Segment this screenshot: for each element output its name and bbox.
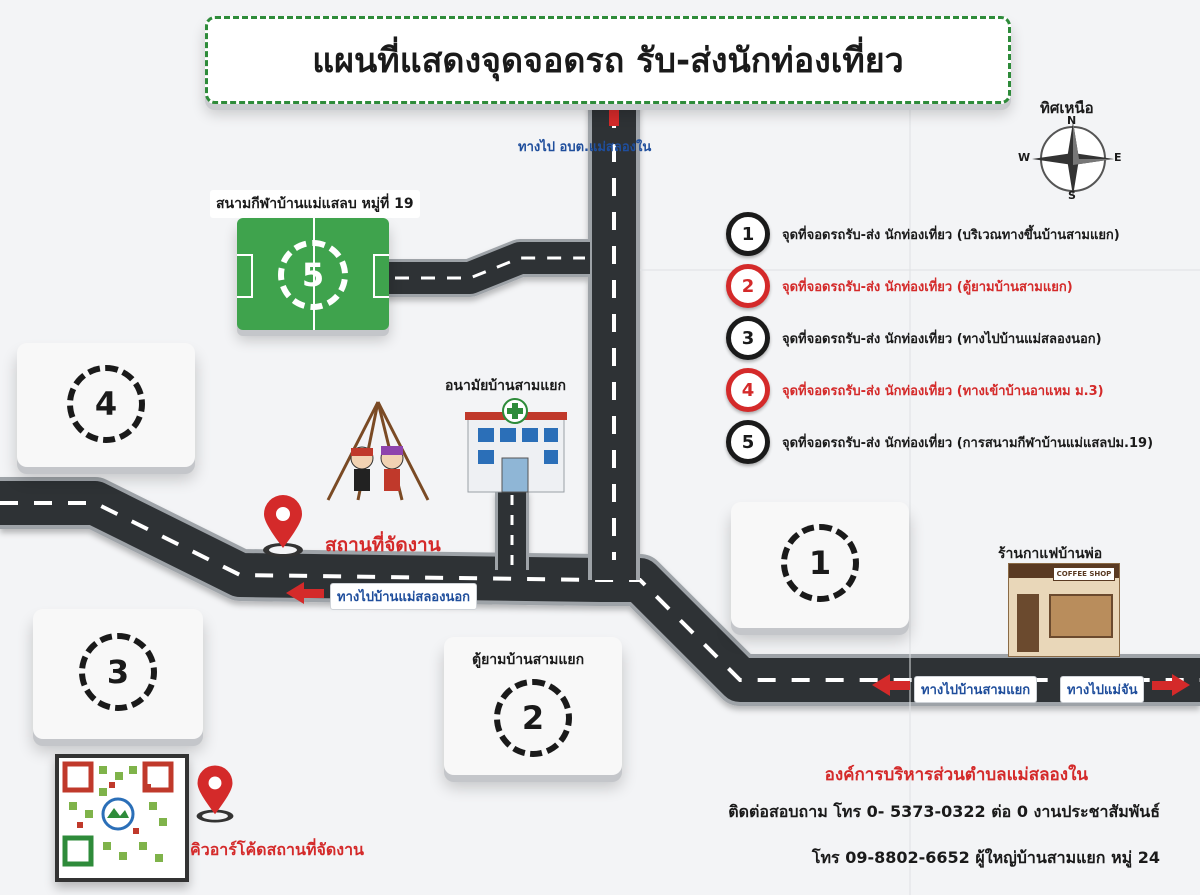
spot-2-marker[interactable]: 2 [494,679,572,757]
legend-text: จุดที่จอดรถรับ-ส่ง นักท่องเที่ยว (การสนา… [782,435,1154,451]
legend-number: 3 [726,316,770,360]
compass-e: E [1114,151,1122,164]
road-label-east-left: ทางไปบ้านสามแยก [914,676,1038,703]
venue-pin-icon[interactable] [258,494,308,558]
spot-2-tile: ตู้ยามบ้านสามแยก 2 [444,637,622,775]
spot-1-tile: 1 [731,502,909,628]
venue-swing-icon [326,401,430,501]
qr-code[interactable] [55,754,189,882]
legend-text: จุดที่จอดรถรับ-ส่ง นักท่องเที่ยว (ทางไปบ… [782,331,1102,347]
compass-label: ทิศเหนือ [1040,99,1094,117]
cafe-label: ร้านกาแฟบ้านพ่อ [998,546,1103,562]
spot-3-marker[interactable]: 3 [79,633,157,711]
legend-item-2: 2 จุดที่จอดรถรับ-ส่ง นักท่องเที่ยว (ตู้ย… [726,264,1073,308]
legend-text: จุดที่จอดรถรับ-ส่ง นักท่องเที่ยว (ตู้ยาม… [782,279,1073,295]
venue-label: สถานที่จัดงาน [325,534,441,556]
org-name: องค์การบริหารส่วนตำบลแม่สลองใน [824,765,1088,785]
compass-w: W [1018,151,1031,164]
legend-number: 1 [726,212,770,256]
cafe-sign: COFFEE SHOP [1053,567,1115,581]
compass-icon [1032,122,1114,196]
spot-3-tile: 3 [33,609,203,739]
legend-item-5: 5 จุดที่จอดรถรับ-ส่ง นักท่องเที่ยว (การส… [726,420,1153,464]
east-left-arrow [872,674,910,696]
qr-label: คิวอาร์โค้ดสถานที่จัดงาน [190,840,364,859]
contact-line-1: ติดต่อสอบถาม โทร 0- 5373-0322 ต่อ 0 งานป… [728,802,1160,821]
qr-code-pattern [62,761,174,867]
road-label-north: ทางไป อบต.แม่สลองใน [518,140,652,155]
contact-line-2: โทร 09-8802-6652 ผู้ใหญ่บ้านสามแยก หมู่ … [811,848,1160,867]
legend-number: 2 [726,264,770,308]
qr-pin-icon [196,765,234,823]
compass-s: S [1068,189,1076,202]
spot-1-marker[interactable]: 1 [781,524,859,602]
legend-item-3: 3 จุดที่จอดรถรับ-ส่ง นักท่องเที่ยว (ทางไ… [726,316,1102,360]
stadium-label: สนามกีฬาบ้านแม่แสลบ หมู่ที่ 19 [210,190,420,218]
legend-item-4: 4 จุดที่จอดรถรับ-ส่ง นักท่องเที่ยว (ทางเ… [726,368,1104,412]
spot-4-tile: 4 [17,343,195,467]
cafe-building-icon: COFFEE SHOP [1008,563,1120,657]
west-arrow [286,582,324,604]
stadium-field: 5 [237,218,389,330]
spot-4-marker[interactable]: 4 [67,365,145,443]
map-title: แผนที่แสดงจุดจอดรถ รับ-ส่งนักท่องเที่ยว [205,16,1011,104]
guard-post-label: ตู้ยามบ้านสามแยก [472,652,585,668]
road-label-east-right: ทางไปแม่จัน [1060,676,1145,703]
compass-n: N [1067,114,1077,127]
spot-5-marker[interactable]: 5 [278,240,348,310]
legend-number: 5 [726,420,770,464]
legend-item-1: 1 จุดที่จอดรถรับ-ส่ง นักท่องเที่ยว (บริเ… [726,212,1120,256]
clinic-label: อนามัยบ้านสามแยก [445,378,566,394]
clinic-building-icon [465,398,567,493]
road-label-west: ทางไปบ้านแม่สลองนอก [330,583,478,610]
east-right-arrow [1152,674,1190,696]
legend-text: จุดที่จอดรถรับ-ส่ง นักท่องเที่ยว (ทางเข้… [782,383,1104,399]
legend-text: จุดที่จอดรถรับ-ส่ง นักท่องเที่ยว (บริเวณ… [782,227,1120,243]
legend-number: 4 [726,368,770,412]
